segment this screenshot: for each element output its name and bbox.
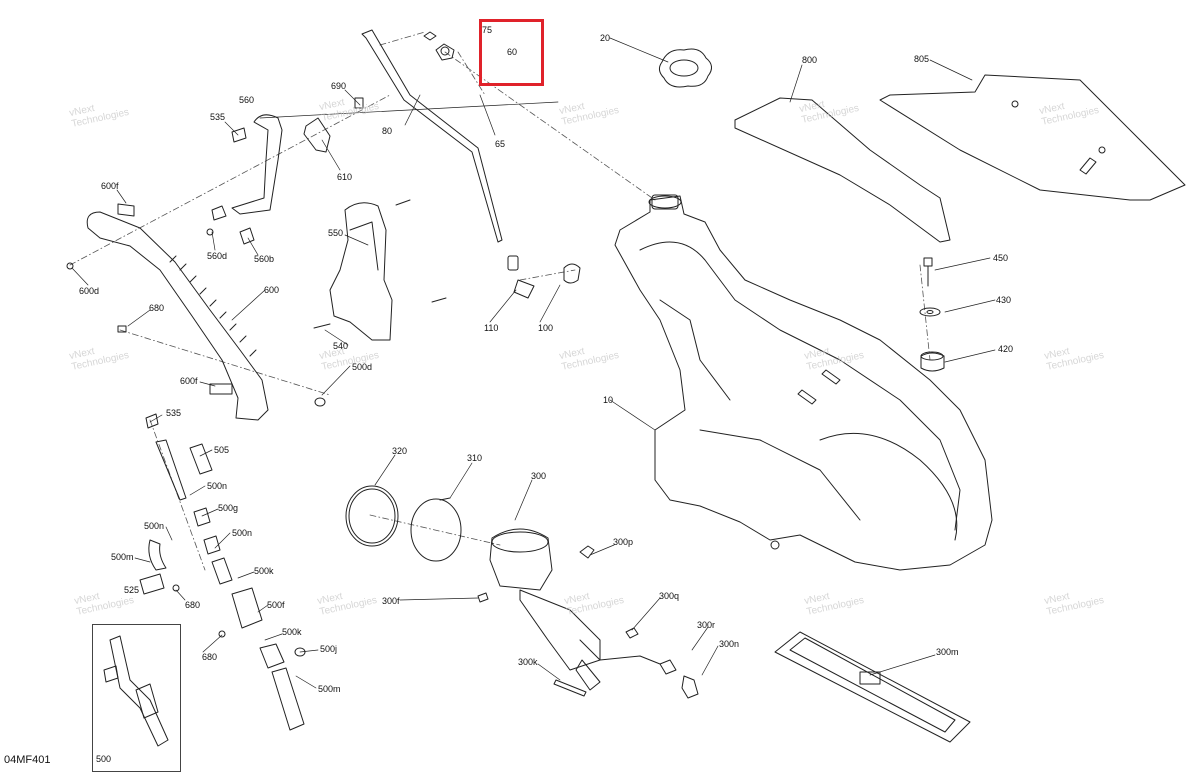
- callout-500k-a: 500k: [254, 566, 274, 576]
- callout-560b: 560b: [254, 254, 275, 264]
- vent-fittings: [423, 31, 455, 61]
- callout-500j: 500j: [320, 644, 338, 654]
- callout-450: 450: [993, 253, 1009, 263]
- rings: [345, 485, 462, 562]
- pad-800: [734, 97, 951, 243]
- callout-310: 310: [467, 453, 483, 463]
- callout-100: 100: [538, 323, 554, 333]
- bracket-550: [313, 199, 447, 341]
- pad-300m: [774, 631, 971, 743]
- callout-805: 805: [914, 54, 930, 64]
- callout-300k: 300k: [518, 657, 538, 667]
- callout-535-top: 535: [210, 112, 226, 122]
- callout-525: 525: [124, 585, 140, 595]
- callout-320: 320: [392, 446, 408, 456]
- callout-430: 430: [996, 295, 1012, 305]
- fuel-cap: [658, 48, 712, 88]
- callout-500-inset: 500: [96, 754, 112, 764]
- callout-610: 610: [337, 172, 353, 182]
- callout-600f-top: 600f: [101, 181, 119, 191]
- fuel-pump-300: [477, 528, 699, 699]
- callout-500n-c: 500n: [232, 528, 253, 538]
- pad-805: [879, 74, 1186, 201]
- callout-600: 600: [264, 285, 280, 295]
- callout-800: 800: [802, 55, 818, 65]
- mount-hardware: [919, 257, 945, 372]
- callout-300q: 300q: [659, 591, 680, 601]
- hose-600: [66, 203, 326, 421]
- callout-550: 550: [328, 228, 344, 238]
- callout-300m: 300m: [936, 647, 959, 657]
- callout-500d: 500d: [352, 362, 373, 372]
- callout-500k-b: 500k: [282, 627, 302, 637]
- callout-680-top: 680: [149, 303, 165, 313]
- callout-535-lower: 535: [166, 408, 182, 418]
- callout-300n: 300n: [719, 639, 740, 649]
- callout-560d: 560d: [207, 251, 228, 261]
- callout-690: 690: [331, 81, 347, 91]
- filter-line-assembly: [139, 413, 306, 731]
- callout-680-mid: 680: [185, 600, 201, 610]
- callout-500g: 500g: [218, 503, 239, 513]
- callout-500n-b: 500n: [144, 521, 165, 531]
- highlight-box: [479, 19, 544, 86]
- callout-500n-a: 500n: [207, 481, 228, 491]
- callout-110: 110: [484, 323, 499, 333]
- callout-20: 20: [600, 33, 611, 43]
- callout-65: 65: [495, 139, 506, 149]
- callout-60: 60: [507, 47, 518, 57]
- callout-600d-left: 600d: [79, 286, 100, 296]
- callout-75: 75: [482, 25, 493, 35]
- leader-lines: [71, 37, 996, 689]
- callout-10: 10: [603, 395, 614, 405]
- callout-80: 80: [382, 126, 393, 136]
- callout-300r: 300r: [697, 620, 716, 630]
- inset-frame: [92, 624, 181, 772]
- breather-tube: [361, 29, 535, 299]
- callout-500f: 500f: [267, 600, 285, 610]
- fitting-100: [563, 263, 581, 284]
- callout-300f: 300f: [382, 596, 400, 606]
- callout-300: 300: [531, 471, 547, 481]
- callout-500m-right: 500m: [318, 684, 341, 694]
- clip-610: [303, 97, 364, 153]
- callout-560: 560: [239, 95, 255, 105]
- callout-500m-left: 500m: [111, 552, 134, 562]
- callout-600f-lower: 600f: [180, 376, 198, 386]
- callout-505: 505: [214, 445, 230, 455]
- diagram-code: 04MF401: [4, 754, 51, 766]
- callout-420: 420: [998, 344, 1014, 354]
- fuel-tank: [614, 194, 993, 571]
- hose-560: [211, 114, 283, 245]
- callout-540: 540: [333, 341, 349, 351]
- inset-500-drawing: [103, 635, 169, 747]
- callout-680-bottom: 680: [202, 652, 218, 662]
- callout-300p: 300p: [613, 537, 634, 547]
